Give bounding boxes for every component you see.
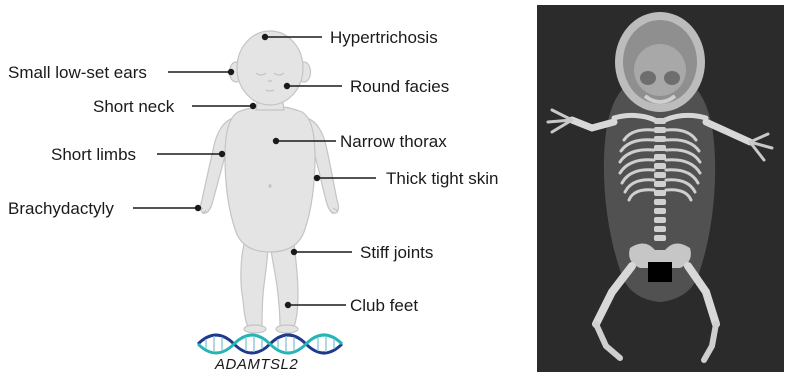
label-small-low-set-ears: Small low-set ears [8, 63, 147, 82]
label-stiff-joints: Stiff joints [360, 243, 433, 262]
gene-name: ADAMTSL2 [214, 356, 298, 373]
label-short-limbs: Short limbs [51, 145, 136, 164]
label-brachydactyly: Brachydactyly [8, 199, 114, 218]
dna-helix-icon [198, 335, 342, 353]
label-short-neck: Short neck [93, 97, 175, 116]
label-narrow-thorax: Narrow thorax [340, 132, 447, 151]
label-hypertrichosis: Hypertrichosis [330, 28, 438, 47]
label-thick-tight-skin: Thick tight skin [386, 169, 498, 188]
label-club-feet: Club feet [350, 296, 418, 315]
label-round-facies: Round facies [350, 77, 449, 96]
xray-image [537, 5, 784, 372]
child-illustration [198, 31, 338, 333]
